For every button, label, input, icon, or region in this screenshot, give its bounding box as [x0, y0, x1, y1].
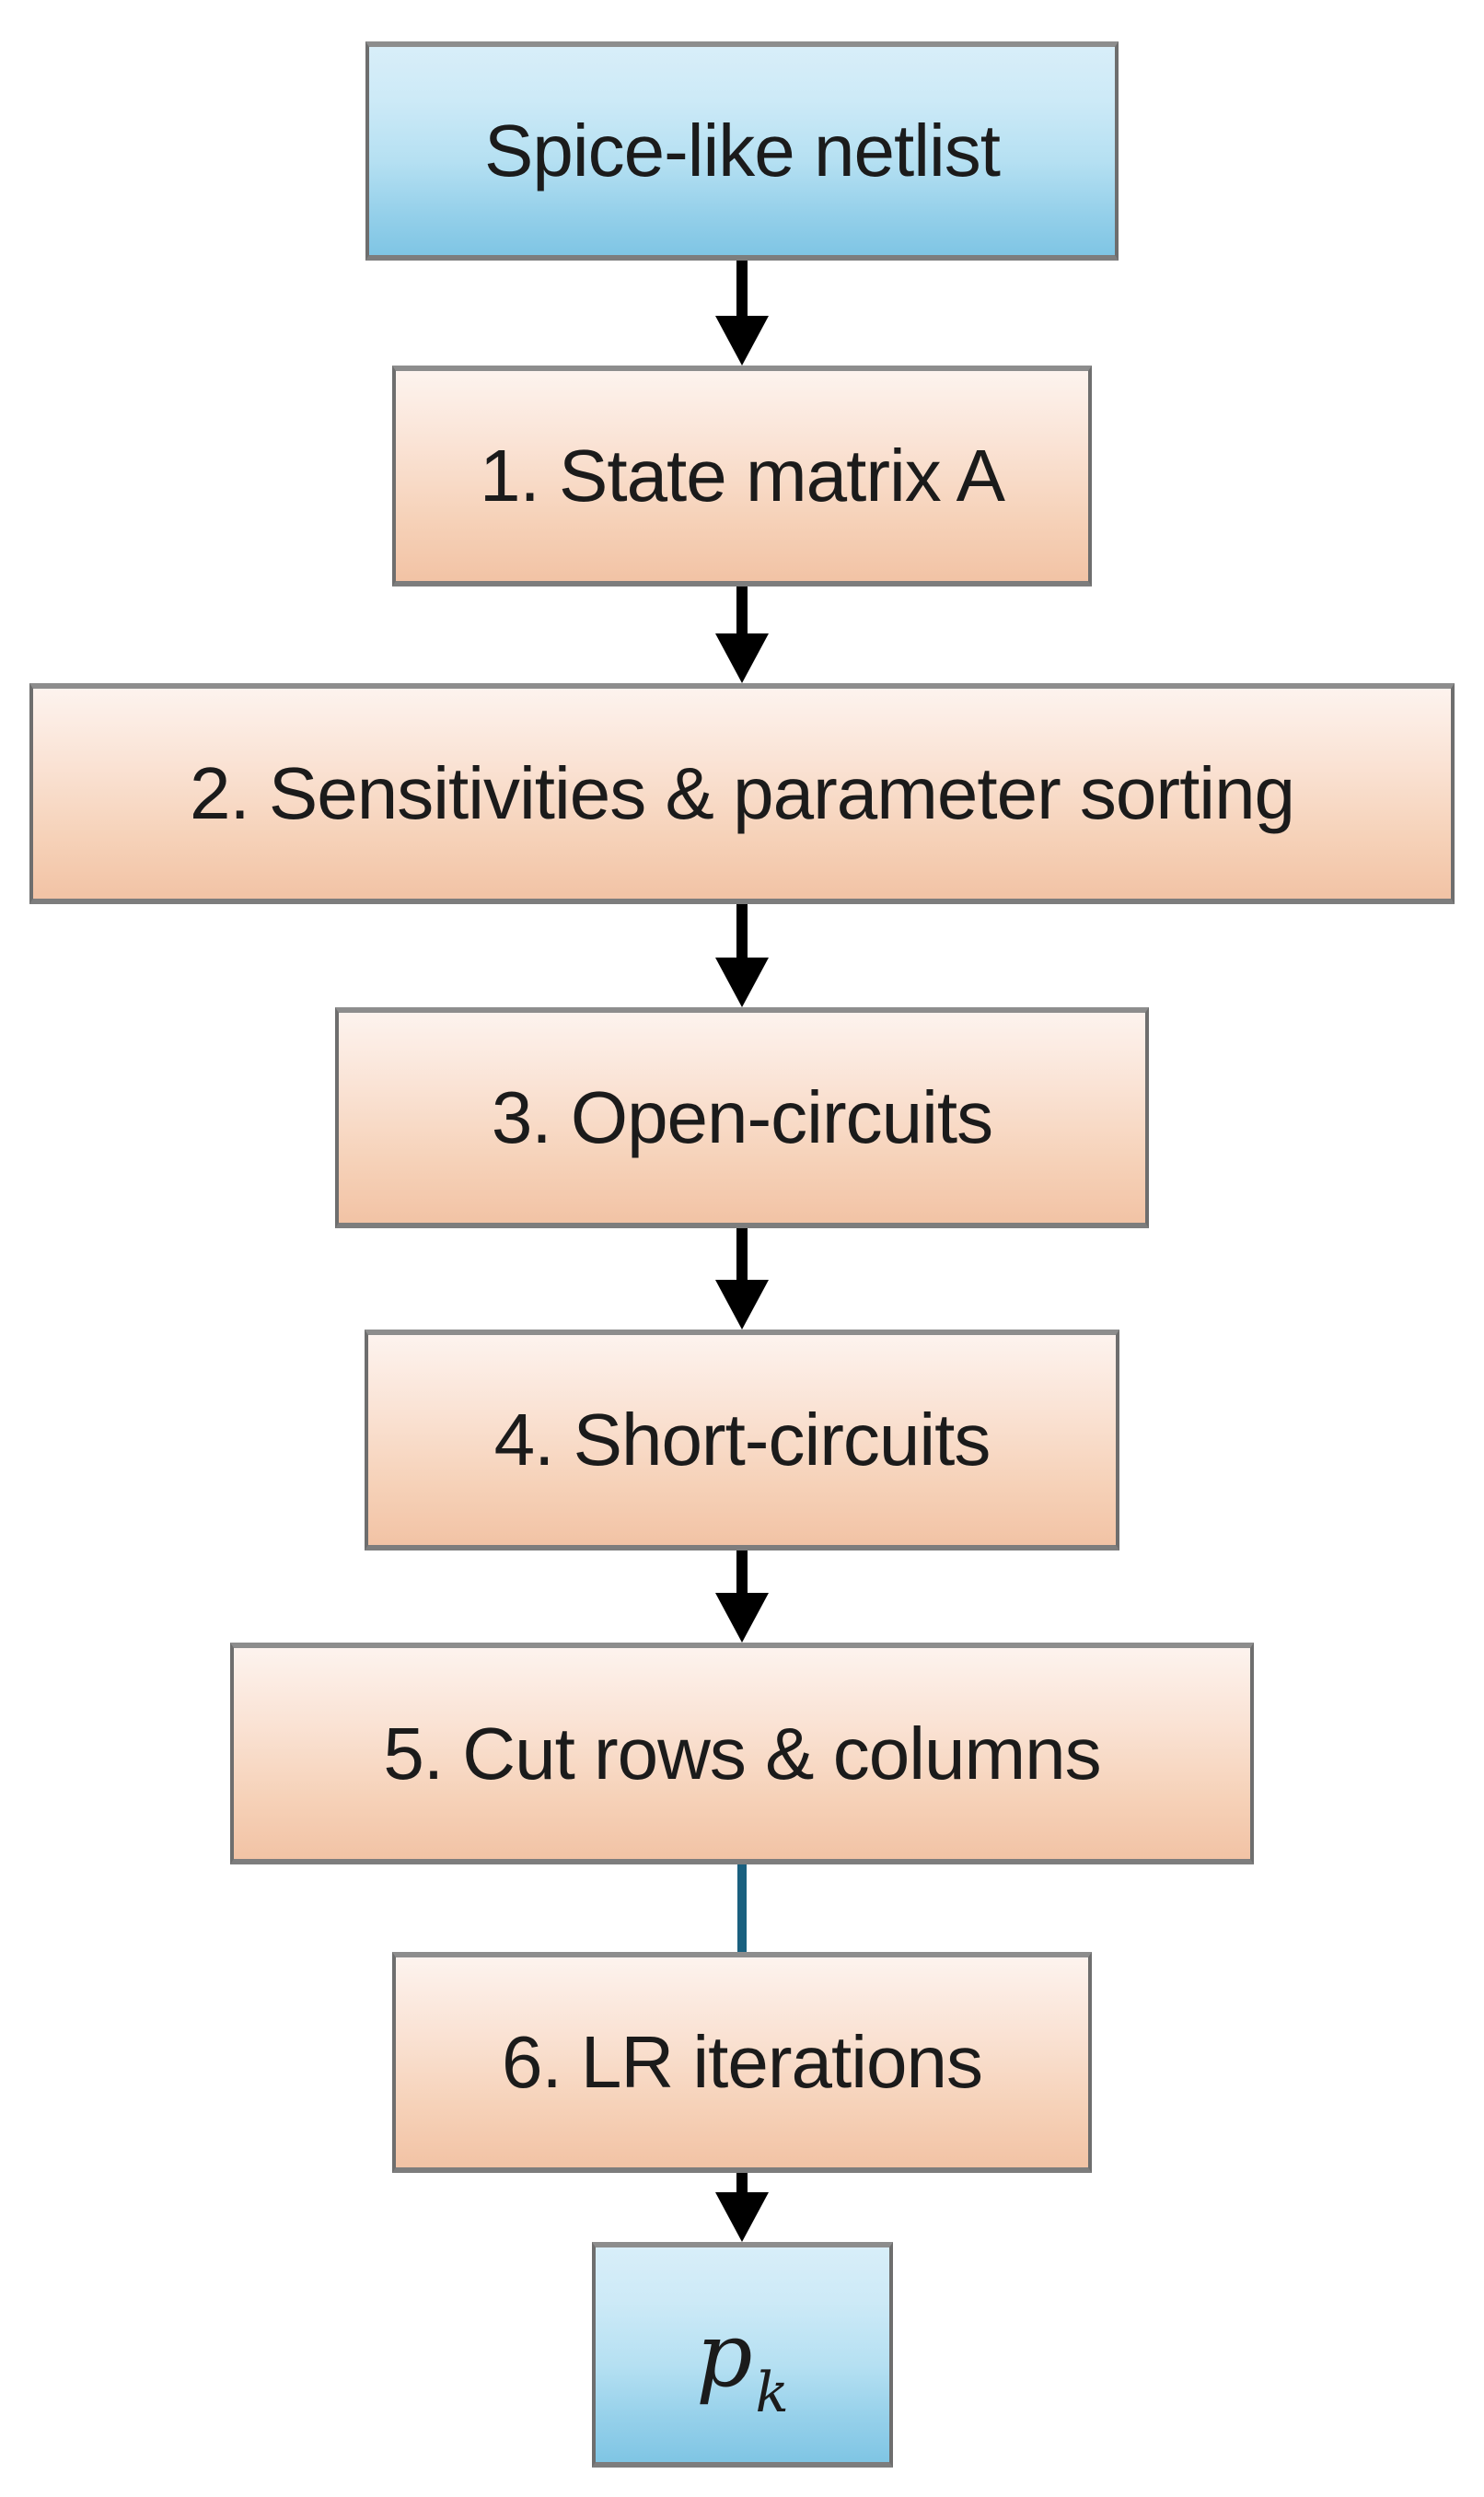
arrow-down-icon	[714, 261, 770, 366]
arrow-head	[715, 1280, 769, 1330]
node-lr-iterations: 6. LR iterations	[392, 1952, 1092, 2173]
node-label: 1. State matrix A	[480, 435, 1005, 517]
node-label: 3. Open-circuits	[491, 1076, 993, 1158]
arrow-head	[715, 2192, 769, 2242]
node-open-circuits: 3. Open-circuits	[335, 1007, 1149, 1228]
connector-line	[737, 1864, 747, 1952]
node-label: 2. Sensitivities & parameter sorting	[189, 752, 1295, 834]
arrow-down-icon	[714, 904, 770, 1007]
arrow-down-icon	[714, 587, 770, 683]
arrow-head	[715, 1593, 769, 1643]
node-spice-like-netlist: Spice-like netlist	[365, 41, 1119, 261]
arrow-stem	[736, 1228, 748, 1280]
teal-connector-line	[714, 1864, 770, 1952]
node-short-circuits: 4. Short-circuits	[365, 1330, 1119, 1550]
arrow-stem	[736, 2173, 748, 2192]
arrow-down-icon	[714, 2173, 770, 2242]
arrow-down-icon	[714, 1550, 770, 1643]
arrow-stem	[736, 587, 748, 633]
arrow-head	[715, 633, 769, 683]
node-sensitivities-parameter-sorting: 2. Sensitivities & parameter sorting	[29, 683, 1455, 904]
node-label-math: pk	[696, 2303, 789, 2421]
arrow-stem	[736, 904, 748, 958]
node-label: Spice-like netlist	[483, 110, 1001, 192]
arrow-down-icon	[714, 1228, 770, 1330]
arrow-head	[715, 958, 769, 1007]
math-base: p	[696, 2303, 752, 2407]
arrow-stem	[736, 1550, 748, 1593]
node-label: 6. LR iterations	[501, 2021, 983, 2103]
arrow-head	[715, 316, 769, 366]
math-subscript: k	[755, 2360, 789, 2425]
arrow-stem	[736, 261, 748, 316]
node-label: 4. Short-circuits	[493, 1399, 991, 1481]
node-label: 5. Cut rows & columns	[383, 1712, 1101, 1794]
node-cut-rows-columns: 5. Cut rows & columns	[230, 1643, 1254, 1864]
node-output-pk: pk	[591, 2242, 893, 2468]
node-state-matrix-a: 1. State matrix A	[392, 366, 1092, 587]
